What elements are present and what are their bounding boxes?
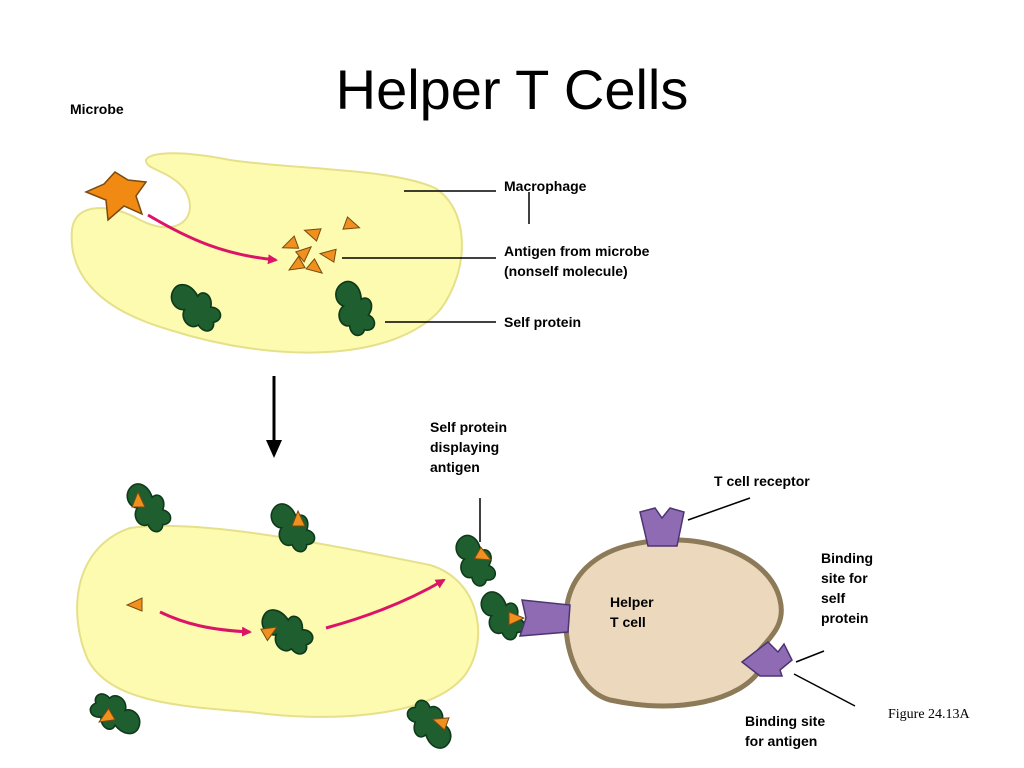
displaying-line-1: Self protein bbox=[430, 419, 508, 435]
t-cell-receptor-right bbox=[740, 641, 793, 677]
antigen-label-line-2: (nonself molecule) bbox=[504, 263, 628, 279]
binding-self-line-4: protein bbox=[821, 610, 869, 626]
microbe-star-icon bbox=[84, 171, 148, 222]
binding-self-line-3: self bbox=[821, 590, 846, 606]
t-cell-receptor-icon bbox=[639, 507, 685, 547]
binding-antigen-label: Binding site for antigen bbox=[745, 711, 825, 751]
binding-antigen-line-1: Binding site bbox=[745, 713, 826, 729]
antigen-label: Antigen from microbe (nonself molecule) bbox=[504, 241, 649, 281]
surface-protein-4 bbox=[480, 591, 526, 641]
binding-self-label: Binding site for self protein bbox=[821, 548, 873, 628]
binding-antigen-leader bbox=[793, 673, 856, 707]
self-protein-label: Self protein bbox=[504, 314, 582, 330]
self-protein-displaying-label: Self protein displaying antigen bbox=[430, 417, 507, 477]
microbe-label: Microbe bbox=[70, 101, 124, 117]
page-title: Helper T Cells bbox=[335, 58, 689, 121]
t-cell-receptor-label: T cell receptor bbox=[714, 473, 810, 489]
figure-caption: Figure 24.13A bbox=[888, 707, 970, 722]
binding-self-line-1: Binding bbox=[821, 550, 874, 566]
t-cell-receptor-left bbox=[518, 599, 571, 637]
surface-protein-1 bbox=[126, 483, 172, 533]
helper-line-1: Helper bbox=[610, 594, 654, 610]
antigen-label-line-1: Antigen from microbe bbox=[504, 243, 650, 259]
ingestion-arrow bbox=[147, 213, 278, 265]
displaying-line-2: displaying bbox=[430, 439, 500, 455]
displaying-line-3: antigen bbox=[430, 459, 480, 475]
t-cell-receptor-leader bbox=[687, 497, 751, 521]
surface-protein-6 bbox=[406, 699, 452, 749]
process-arrow-down bbox=[266, 376, 282, 458]
processing-arrow bbox=[159, 610, 252, 637]
helper-t-cell-label: Helper T cell bbox=[610, 592, 654, 632]
binding-self-leader bbox=[795, 650, 825, 663]
helper-t-cell bbox=[563, 537, 784, 709]
helper-line-2: T cell bbox=[610, 614, 646, 630]
binding-antigen-line-2: for antigen bbox=[745, 733, 818, 749]
binding-self-line-2: site for bbox=[821, 570, 868, 586]
macrophage-label: Macrophage bbox=[504, 178, 587, 194]
display-arrow bbox=[325, 578, 446, 630]
